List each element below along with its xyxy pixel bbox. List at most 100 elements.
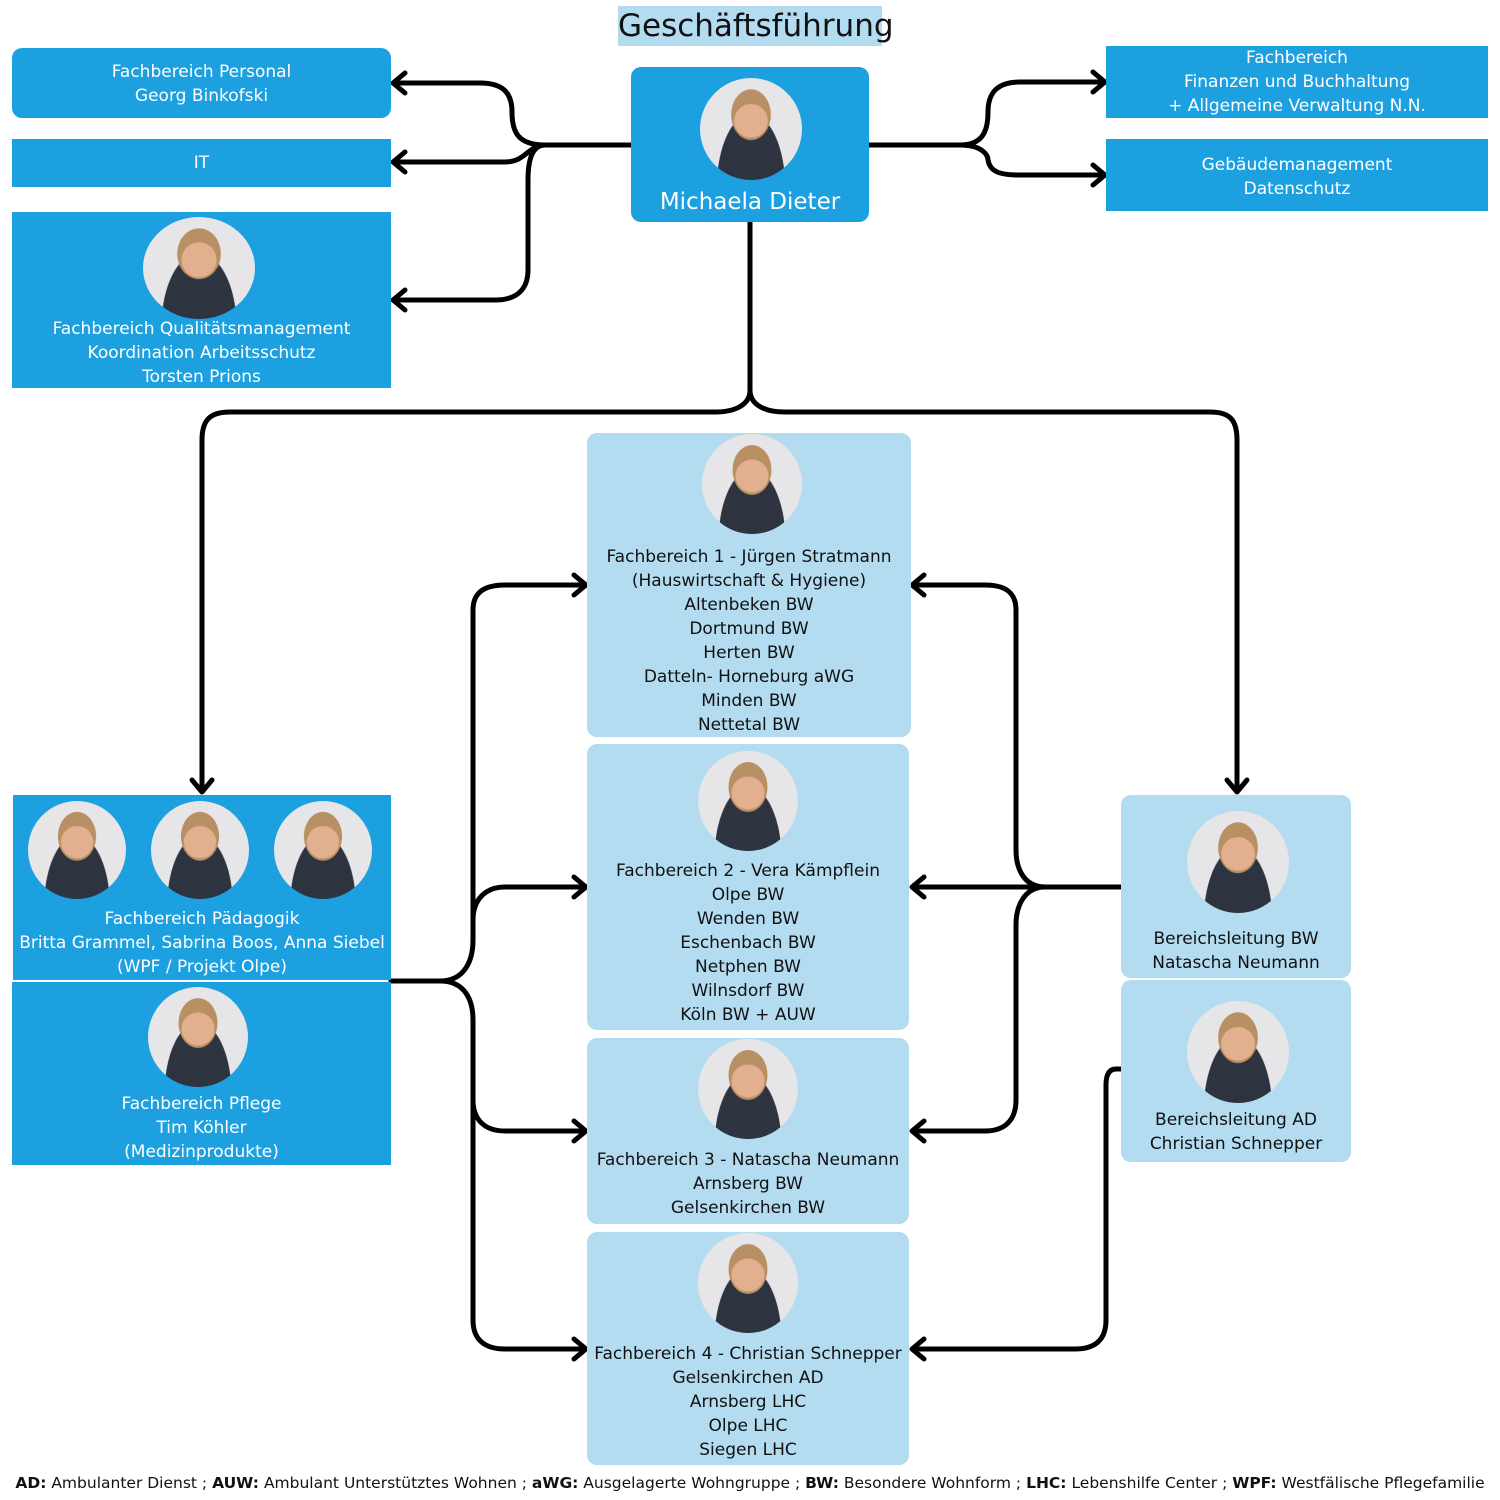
bereichsleitung-ad-box: Bereichsleitung AD Christian Schnepper bbox=[1121, 980, 1351, 1162]
connector-left-fb2 bbox=[470, 884, 587, 923]
connector-ceo-gebaeude bbox=[957, 142, 1106, 178]
fb2-line: Olpe BW bbox=[711, 885, 785, 905]
connector-ceo-bereichsleitung bbox=[747, 387, 1240, 793]
legend-abbr: AUW: bbox=[212, 1474, 260, 1492]
connector-ceo-personal bbox=[392, 80, 634, 148]
fb2-line: Fachbereich 2 - Vera Kämpflein bbox=[616, 861, 880, 881]
fb4-photo bbox=[698, 1233, 798, 1333]
connector-ceo-qm bbox=[392, 142, 548, 303]
connector-bw-fb1 bbox=[911, 582, 1048, 890]
connector-ceo-finanzen bbox=[866, 79, 1106, 148]
gebaeude-text: Gebäudemanagement Datenschutz bbox=[1106, 153, 1488, 201]
fb4-line: Arnsberg LHC bbox=[689, 1392, 807, 1412]
finanzen-text: Fachbereich Finanzen und Buchhaltung + A… bbox=[1106, 46, 1488, 118]
connector-left-fb4 bbox=[437, 978, 587, 1352]
fb2-photo bbox=[698, 751, 798, 851]
qm-line: Torsten Prions bbox=[142, 367, 261, 387]
paedagogik-text: Fachbereich Pädagogik Britta Grammel, Sa… bbox=[13, 907, 391, 979]
paedagogik-photo-2 bbox=[151, 801, 249, 899]
ceo-box: Michaela Dieter bbox=[631, 67, 869, 222]
bl-bw-text: Bereichsleitung BW Natascha Neumann bbox=[1121, 927, 1351, 975]
gebaeude-box: Gebäudemanagement Datenschutz bbox=[1106, 139, 1488, 211]
qm-line: Fachbereich Qualitätsmanagement bbox=[52, 319, 351, 339]
fachbereich-1-box: Fachbereich 1 - Jürgen Stratmann (Hauswi… bbox=[587, 433, 911, 737]
pflege-line: Fachbereich Pflege bbox=[121, 1094, 282, 1114]
connector-left-fb1 bbox=[388, 582, 587, 984]
fb1-line: Dortmund BW bbox=[689, 619, 809, 639]
gebaeude-line: Gebäudemanagement bbox=[1201, 155, 1393, 175]
fb1-line: Fachbereich 1 - Jürgen Stratmann bbox=[606, 547, 892, 567]
bl-ad-line: Christian Schnepper bbox=[1149, 1134, 1323, 1154]
bl-ad-photo bbox=[1187, 1001, 1289, 1103]
fb4-line: Olpe LHC bbox=[708, 1416, 788, 1436]
bl-bw-line: Natascha Neumann bbox=[1152, 953, 1320, 973]
fb1-photo bbox=[702, 434, 802, 534]
legend-text: Ausgelagerte Wohngruppe ; bbox=[578, 1474, 806, 1492]
fb4-text: Fachbereich 4 - Christian Schnepper Gels… bbox=[587, 1342, 909, 1462]
fb3-line: Gelsenkirchen BW bbox=[670, 1198, 826, 1218]
legend-abbr: aWG: bbox=[531, 1474, 579, 1492]
fachbereich-4-box: Fachbereich 4 - Christian Schnepper Gels… bbox=[587, 1232, 909, 1465]
paedagogik-photo-1 bbox=[28, 801, 126, 899]
qm-box: Fachbereich Qualitätsmanagement Koordina… bbox=[12, 212, 391, 388]
fb4-line: Gelsenkirchen AD bbox=[672, 1368, 824, 1388]
qm-line: Koordination Arbeitsschutz bbox=[87, 343, 316, 363]
legend-abbr: AD: bbox=[15, 1474, 47, 1492]
finanzen-box: Fachbereich Finanzen und Buchhaltung + A… bbox=[1106, 46, 1488, 118]
qm-text: Fachbereich Qualitätsmanagement Koordina… bbox=[12, 317, 391, 389]
fb3-line: Fachbereich 3 - Natascha Neumann bbox=[596, 1150, 900, 1170]
fb2-line: Köln BW + AUW bbox=[680, 1005, 816, 1025]
fachbereich-3-box: Fachbereich 3 - Natascha Neumann Arnsber… bbox=[587, 1038, 909, 1224]
legend-text: Ambulanter Dienst ; bbox=[46, 1474, 213, 1492]
legend-abbr: BW: bbox=[805, 1474, 839, 1492]
fb1-text: Fachbereich 1 - Jürgen Stratmann (Hauswi… bbox=[587, 545, 911, 737]
bereichsleitung-bw-box: Bereichsleitung BW Natascha Neumann bbox=[1121, 795, 1351, 978]
paedagogik-photo-3 bbox=[274, 801, 372, 899]
gebaeude-line: Datenschutz bbox=[1243, 179, 1351, 199]
paedagogik-line: Fachbereich Pädagogik bbox=[104, 909, 300, 929]
fb4-line: Fachbereich 4 - Christian Schnepper bbox=[594, 1344, 902, 1364]
legend-abbr: WPF: bbox=[1232, 1474, 1277, 1492]
paedagogik-line: Britta Grammel, Sabrina Boos, Anna Siebe… bbox=[19, 933, 385, 953]
personal-text: Fachbereich Personal Georg Binkofski bbox=[12, 60, 391, 108]
pflege-photo bbox=[148, 987, 248, 1087]
fb3-line: Arnsberg BW bbox=[693, 1174, 803, 1194]
fb1-line: Nettetal BW bbox=[697, 715, 801, 735]
finanzen-line: Finanzen und Buchhaltung bbox=[1183, 72, 1410, 92]
fb3-photo bbox=[698, 1039, 798, 1139]
fb2-line: Eschenbach BW bbox=[680, 933, 816, 953]
fb1-line: (Hauswirtschaft & Hygiene) bbox=[631, 571, 867, 591]
fb1-line: Datteln- Horneburg aWG bbox=[643, 667, 855, 687]
page-title: Geschäftsführung bbox=[618, 6, 894, 46]
bl-ad-text: Bereichsleitung AD Christian Schnepper bbox=[1121, 1108, 1351, 1156]
connector-ceo-paedagogik bbox=[199, 219, 753, 793]
paedagogik-box: Fachbereich Pädagogik Britta Grammel, Sa… bbox=[13, 795, 391, 980]
finanzen-line: Fachbereich bbox=[1246, 48, 1348, 68]
it-text: IT bbox=[193, 153, 210, 173]
pflege-text: Fachbereich Pflege Tim Köhler (Medizinpr… bbox=[12, 1092, 391, 1164]
fb2-line: Wenden BW bbox=[696, 909, 800, 929]
fb1-line: Altenbeken BW bbox=[684, 595, 814, 615]
legend-abbr: LHC: bbox=[1026, 1474, 1067, 1492]
fb1-line: Minden BW bbox=[701, 691, 797, 711]
legend-text: Lebenshilfe Center ; bbox=[1066, 1474, 1233, 1492]
bl-bw-photo bbox=[1187, 811, 1289, 913]
fb2-line: Wilnsdorf BW bbox=[691, 981, 805, 1001]
it-box: IT bbox=[12, 139, 391, 187]
legend-text: Besondere Wohnform ; bbox=[838, 1474, 1027, 1492]
qm-photo bbox=[143, 217, 255, 319]
arrowheads bbox=[189, 69, 1250, 1362]
pflege-box: Fachbereich Pflege Tim Köhler (Medizinpr… bbox=[12, 982, 391, 1165]
bl-ad-line: Bereichsleitung AD bbox=[1155, 1110, 1317, 1130]
finanzen-line: + Allgemeine Verwaltung N.N. bbox=[1168, 96, 1426, 116]
ceo-name: Michaela Dieter bbox=[659, 189, 841, 215]
paedagogik-line: (WPF / Projekt Olpe) bbox=[116, 957, 288, 977]
pflege-line: (Medizinprodukte) bbox=[124, 1142, 279, 1162]
fachbereich-2-box: Fachbereich 2 - Vera Kämpflein Olpe BW W… bbox=[587, 744, 909, 1030]
fb1-line: Herten BW bbox=[703, 643, 795, 663]
connector-left-fb3 bbox=[470, 1097, 587, 1134]
fb2-line: Netphen BW bbox=[695, 957, 801, 977]
personal-line: Georg Binkofski bbox=[134, 86, 269, 106]
pflege-line: Tim Köhler bbox=[156, 1118, 247, 1138]
